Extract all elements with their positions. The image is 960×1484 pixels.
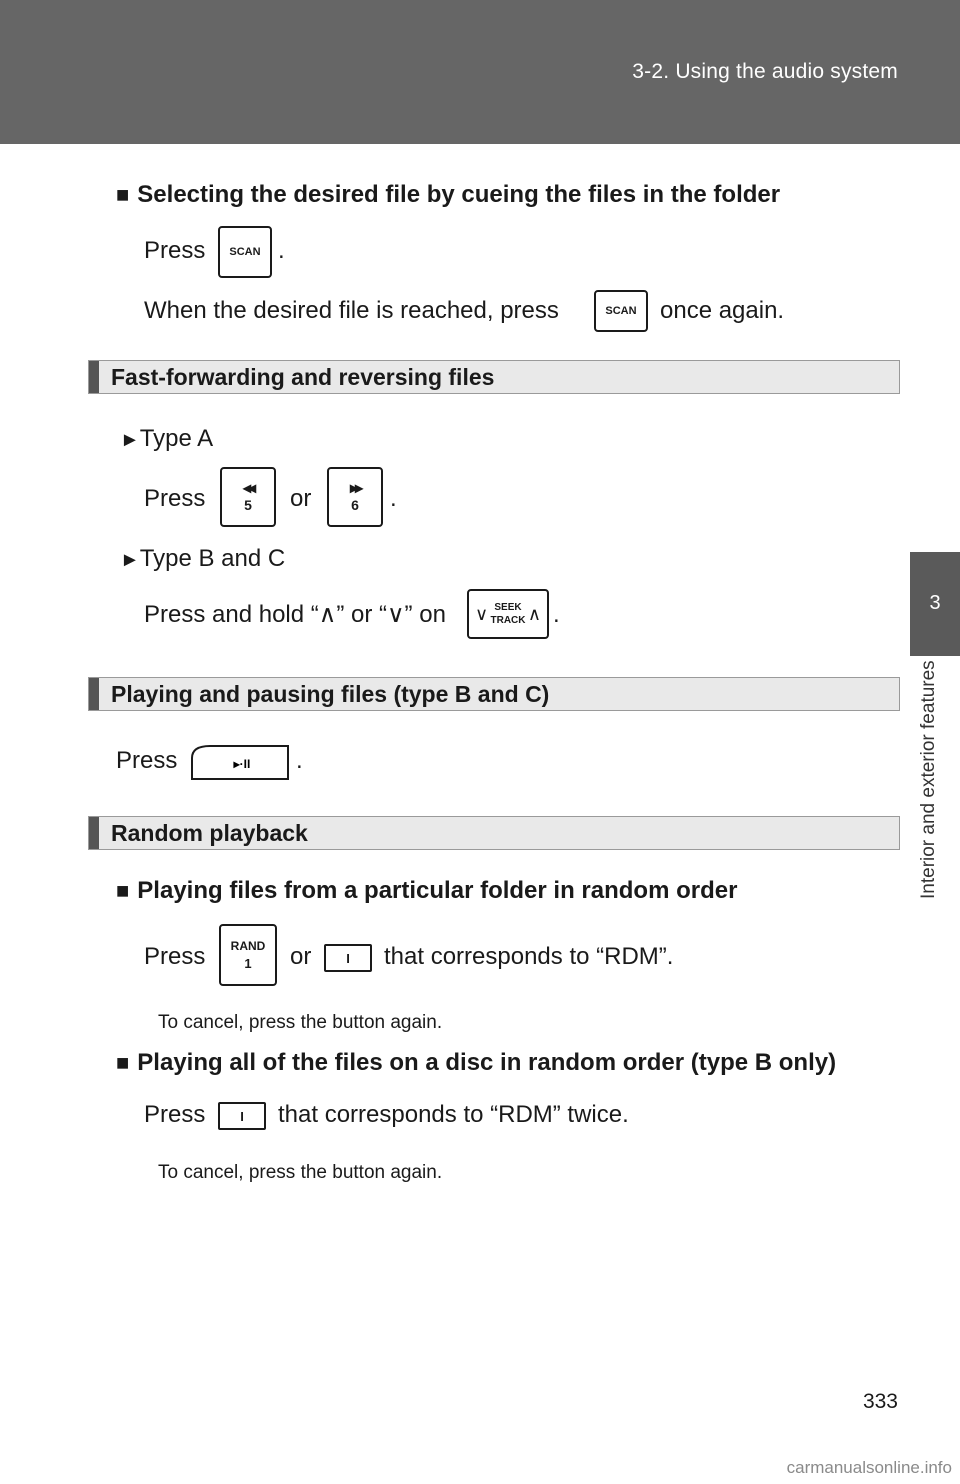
chevron-down-icon: ∨ <box>475 603 489 624</box>
button-number: 1 <box>244 956 252 971</box>
scan-button: SCAN <box>218 226 272 278</box>
text-period: . <box>296 747 303 774</box>
scan-button-label: SCAN <box>605 304 637 317</box>
type-bc-label: Type B and C <box>139 545 286 572</box>
chapter-label-text: Interior and exterior features <box>918 660 939 899</box>
section-title: Fast-forwarding and reversing files <box>111 364 495 390</box>
text-corresponds: that corresponds to “RDM”. <box>384 943 674 970</box>
triangle-bullet: ► <box>120 549 140 571</box>
instruction-line: Press <box>144 236 205 266</box>
fast-forward-6-button: ▸▸ 6 <box>327 467 383 527</box>
play-pause-button: ▸·II <box>191 745 289 780</box>
section-heading-play-pause: Playing and pausing files (type B and C) <box>88 677 900 711</box>
square-bullet: ■ <box>116 878 130 903</box>
rand-1-button: RAND 1 <box>219 924 277 986</box>
section-accent <box>89 678 99 710</box>
seek-label: SEEK <box>494 602 522 613</box>
button-number: 5 <box>244 497 252 513</box>
text-press: Press <box>144 485 206 512</box>
subheading-random-folder: ■ Playing files from a particular folder … <box>116 876 737 906</box>
text-press: Press <box>116 747 178 774</box>
chapter-number: 3 <box>929 592 941 614</box>
rewind-icon: ◂◂ <box>242 480 256 497</box>
section-title: Random playback <box>111 820 308 846</box>
scan-button-label: SCAN <box>229 245 261 258</box>
square-bullet: ■ <box>116 182 130 207</box>
play-pause-button-outline <box>191 745 289 780</box>
cancel-note: To cancel, press the button again. <box>158 1162 443 1183</box>
breadcrumb: 3-2. Using the audio system <box>632 60 898 83</box>
track-label: TRACK <box>490 615 526 626</box>
section-title: Playing and pausing files (type B and C) <box>111 681 550 707</box>
text-once-again: once again. <box>660 297 785 324</box>
fast-forward-icon: ▸▸ <box>349 480 363 497</box>
seek-track-label: SEEK TRACK <box>491 601 526 627</box>
section-heading-random: Random playback <box>88 816 900 850</box>
preset-1-button: I <box>218 1102 266 1130</box>
button-number: 6 <box>351 497 359 513</box>
chapter-label: Interior and exterior features <box>918 660 952 950</box>
text-or: or <box>290 485 312 512</box>
text-press: Press <box>144 1101 206 1128</box>
square-bullet: ■ <box>116 1050 130 1075</box>
text-period: . <box>390 485 397 512</box>
rewind-5-button: ◂◂ 5 <box>220 467 276 527</box>
scan-button: SCAN <box>594 290 648 332</box>
text-press: Press <box>144 943 206 970</box>
subheading-random-disc: ■ Playing all of the files on a disc in r… <box>116 1048 836 1078</box>
bar-icon: I <box>346 950 350 966</box>
page-header: 3-2. Using the audio system <box>0 0 960 144</box>
chevron-up-icon: ∧ <box>527 603 541 624</box>
subheading-cue-files: ■ Selecting the desired file by cueing th… <box>116 180 780 210</box>
watermark: carmanualsonline.info <box>786 1458 952 1477</box>
text-corresponds-twice: that corresponds to “RDM” twice. <box>278 1101 629 1128</box>
text-press: Press <box>144 237 206 264</box>
text-when-reached: When the desired file is reached, press <box>144 297 559 324</box>
triangle-bullet: ► <box>120 429 140 451</box>
play-pause-icon: ▸·II <box>233 757 251 771</box>
rand-label: RAND <box>230 939 266 953</box>
subheading-text: Selecting the desired file by cueing the… <box>137 181 781 208</box>
type-a-label: Type A <box>139 425 214 452</box>
type-bc-item: ►Type B and C <box>120 544 285 575</box>
bar-icon: I <box>240 1108 244 1124</box>
text-or: or <box>290 943 312 970</box>
instruction-line: When the desired file is reached, press <box>144 296 559 326</box>
preset-1-button: I <box>324 944 372 972</box>
text-press-hold: Press and hold “∧” or “∨” on <box>144 601 446 628</box>
section-accent <box>89 361 99 393</box>
chapter-tab: 3 <box>910 552 960 656</box>
seek-track-button: ∨ SEEK TRACK ∧ <box>467 589 549 639</box>
subheading-text: Playing all of the files on a disc in ra… <box>137 1049 837 1076</box>
subheading-text: Playing files from a particular folder i… <box>137 877 738 904</box>
cancel-note: To cancel, press the button again. <box>158 1012 443 1033</box>
section-heading-fast-forward: Fast-forwarding and reversing files <box>88 360 900 394</box>
section-accent <box>89 817 99 849</box>
text-period: . <box>278 237 285 264</box>
page-number: 333 <box>862 1390 898 1413</box>
text-period: . <box>553 601 560 628</box>
type-a-item: ►Type A <box>120 424 213 455</box>
